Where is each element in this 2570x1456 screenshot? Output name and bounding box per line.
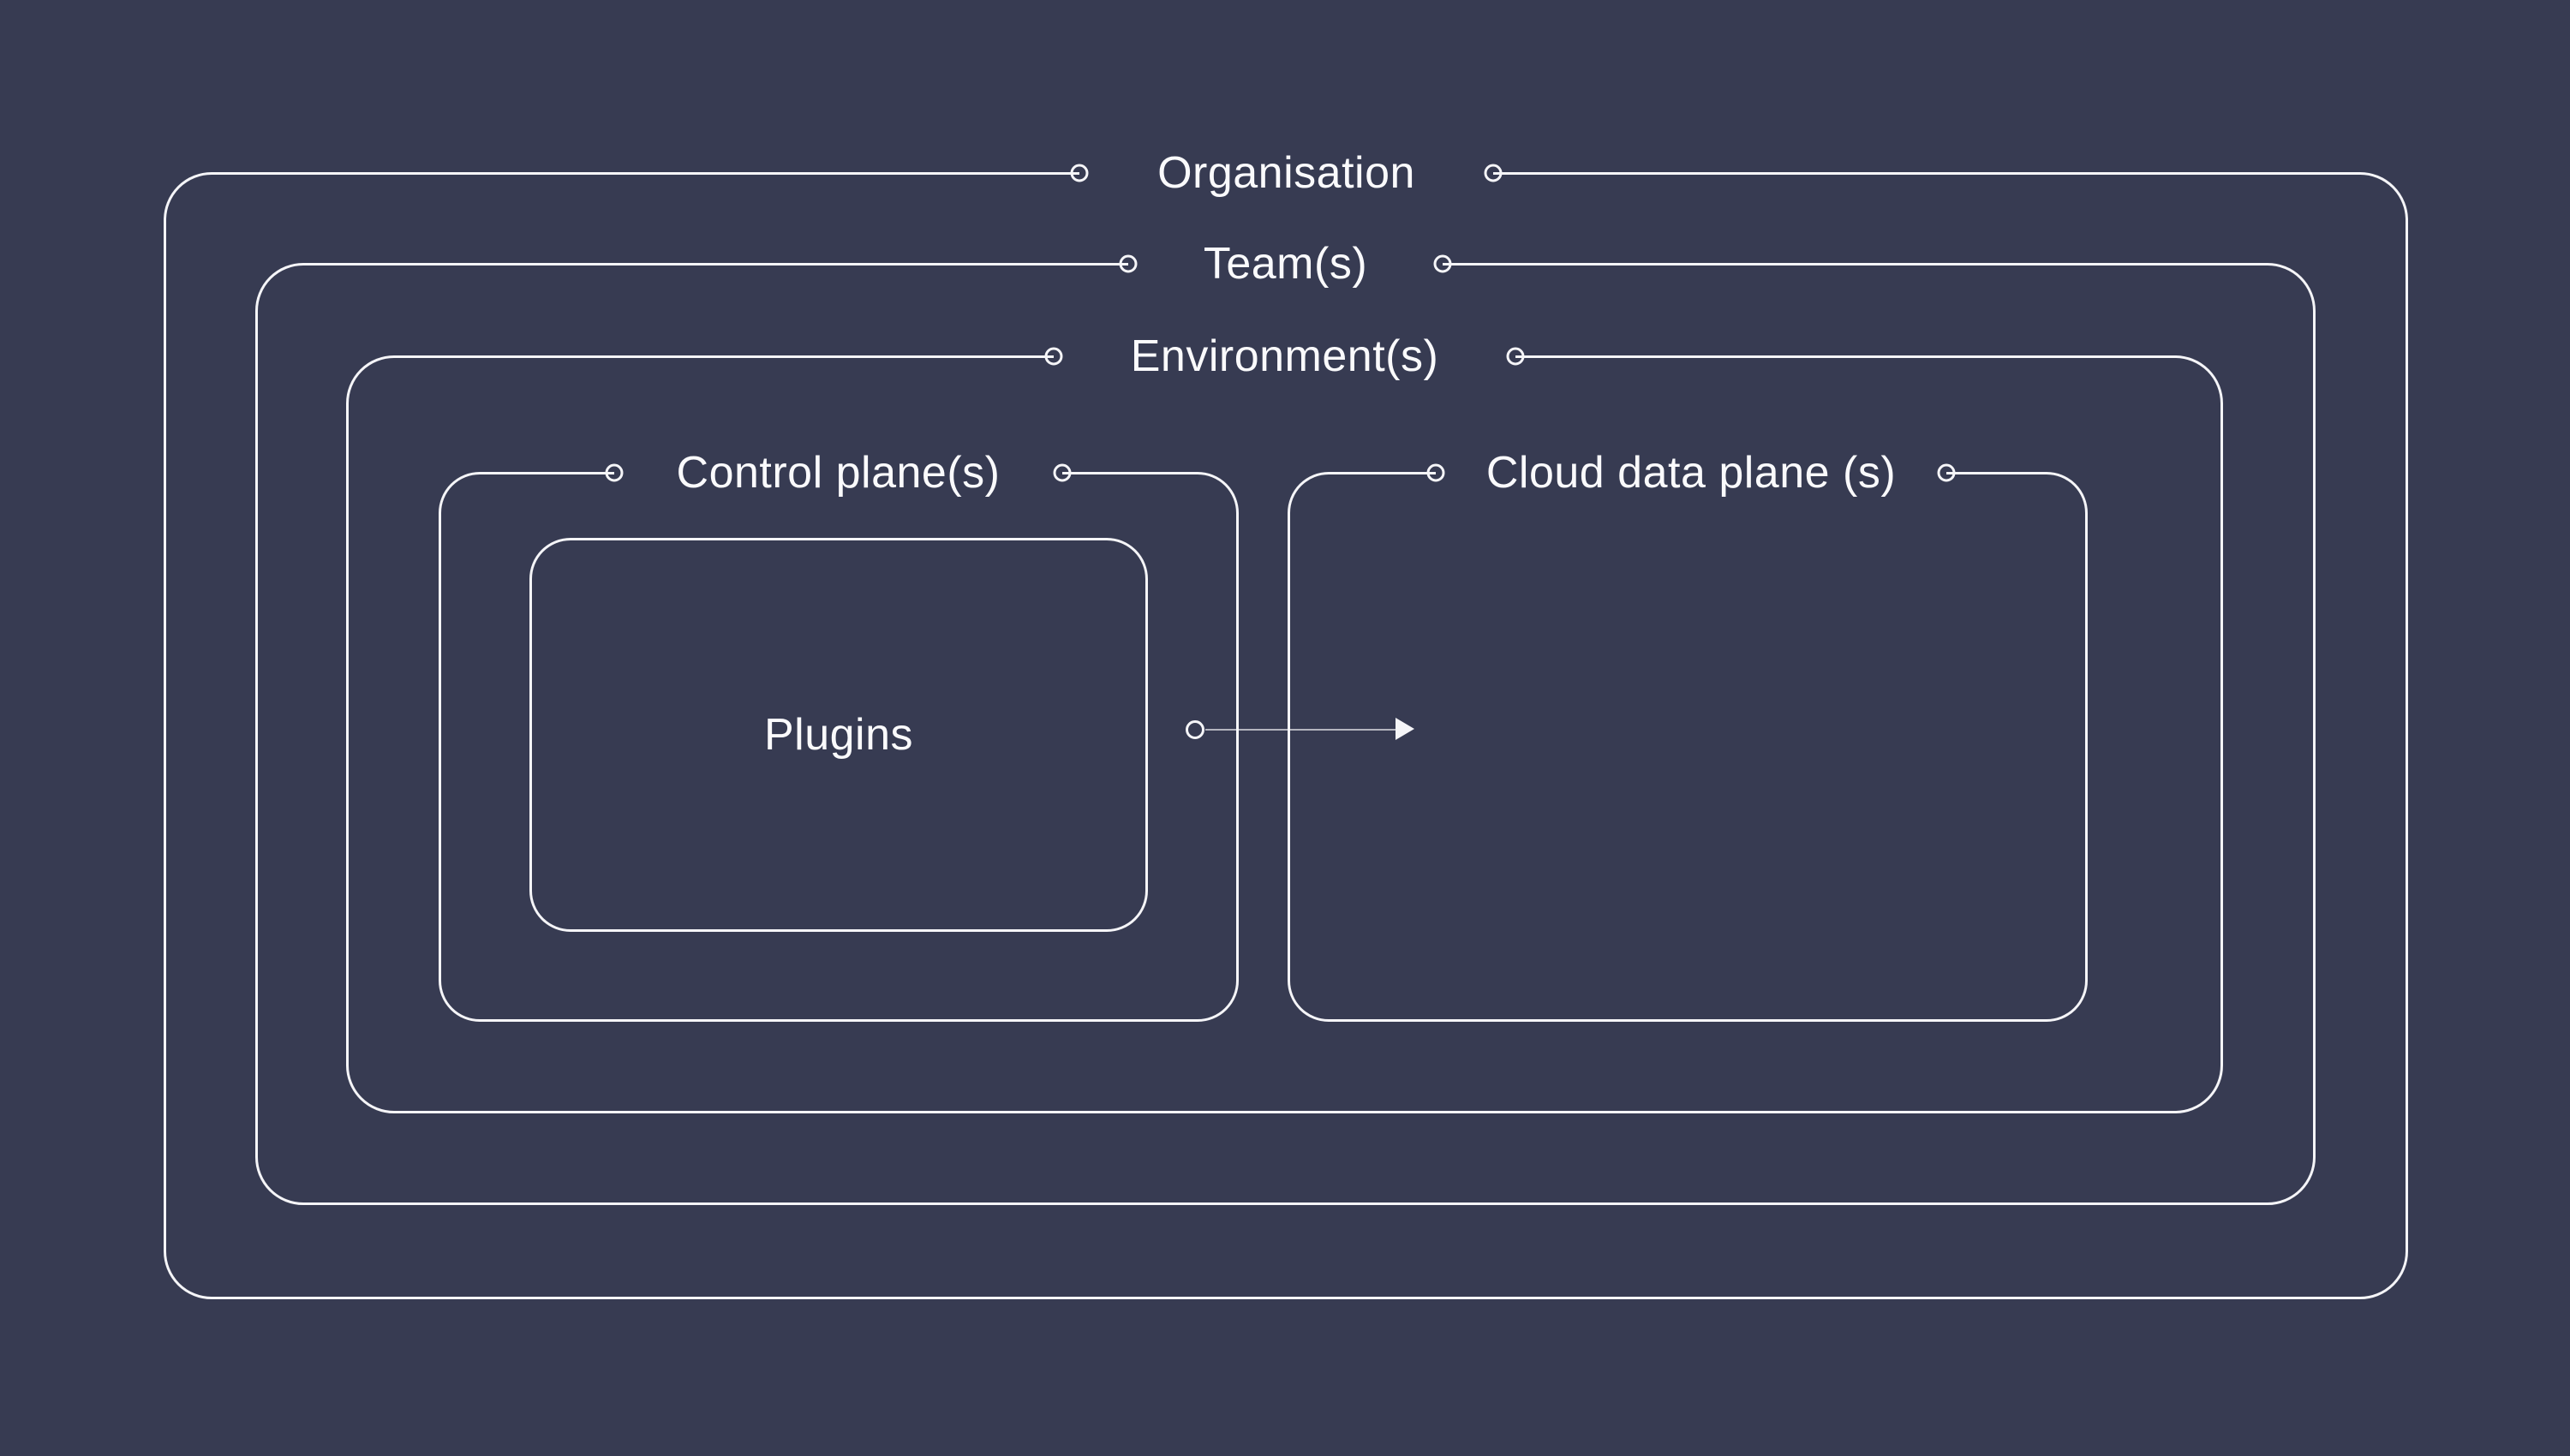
connector-dot-icon	[1506, 347, 1525, 366]
cloud-data-plane-label-chip: Cloud data plane (s)	[1426, 434, 1956, 511]
plugins-box	[529, 538, 1148, 932]
environments-label: Environment(s)	[1130, 331, 1439, 381]
connector-dot-icon	[605, 463, 624, 482]
connector-dot-icon	[1070, 164, 1089, 182]
connector-dot-icon	[1937, 463, 1956, 482]
cloud-data-plane-box	[1288, 472, 2088, 1022]
arrow-line	[1205, 728, 1396, 731]
control-plane-label: Control plane(s)	[676, 448, 1001, 498]
arrow-head-icon	[1396, 718, 1414, 740]
connector-dot-icon	[1433, 254, 1452, 273]
arrow-start-dot-icon	[1186, 720, 1204, 739]
organisation-label: Organisation	[1157, 148, 1415, 198]
teams-label-chip: Team(s)	[1119, 225, 1452, 302]
environments-label-chip: Environment(s)	[1044, 318, 1525, 395]
connector-dot-icon	[1426, 463, 1445, 482]
cloud-data-plane-label: Cloud data plane (s)	[1485, 448, 1897, 498]
connector-dot-icon	[1119, 254, 1138, 273]
connector-dot-icon	[1484, 164, 1503, 182]
control-plane-label-chip: Control plane(s)	[605, 434, 1072, 511]
organisation-label-chip: Organisation	[1070, 134, 1503, 212]
connector-dot-icon	[1044, 347, 1063, 366]
plugins-label: Plugins	[763, 710, 914, 760]
connector-dot-icon	[1053, 463, 1072, 482]
teams-label: Team(s)	[1203, 239, 1368, 289]
